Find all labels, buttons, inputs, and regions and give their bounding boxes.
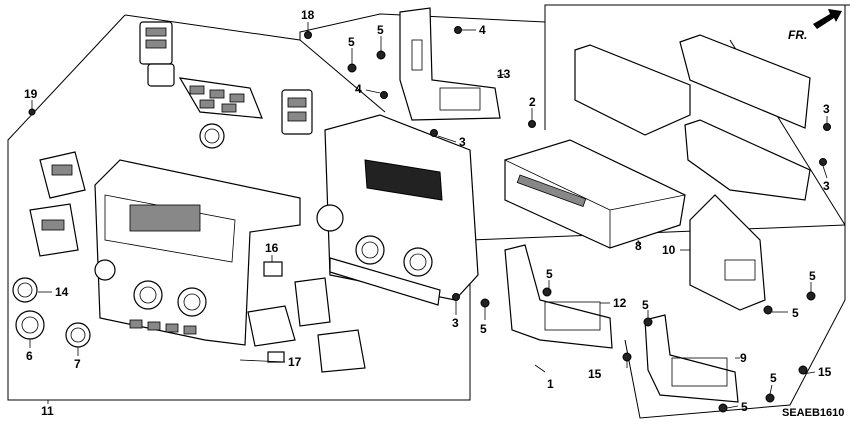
bolt-icon <box>622 352 632 362</box>
callout-11: 11 <box>41 404 54 418</box>
callout-5: 5 <box>348 35 355 49</box>
callout-15: 15 <box>588 367 602 381</box>
switch-panel-upper <box>178 77 263 149</box>
front-label: FR. <box>788 28 807 42</box>
callout-3: 3 <box>459 135 466 149</box>
bracket-12 <box>504 244 613 349</box>
switch-left-upper <box>39 151 86 199</box>
callout-14: 14 <box>55 285 69 299</box>
bolt-icon <box>28 108 36 116</box>
knob-7 <box>65 322 91 348</box>
callout-5: 5 <box>770 371 777 385</box>
bracket-upper-right-b <box>679 34 811 129</box>
bolt-icon <box>643 317 653 327</box>
callout-8: 8 <box>635 239 642 253</box>
callout-5: 5 <box>642 298 649 312</box>
bolt-icon <box>542 287 552 297</box>
callout-13: 13 <box>497 67 511 81</box>
callout-5: 5 <box>809 269 816 283</box>
bolt-icon <box>763 305 773 315</box>
drawing-code: SEAEB1610 <box>782 407 844 419</box>
front-arrow-icon <box>813 9 842 29</box>
bolt-icon <box>798 365 808 375</box>
bolt-icon <box>304 31 312 39</box>
callout-5: 5 <box>546 267 553 281</box>
bolt-icon <box>452 293 460 301</box>
callout-7: 7 <box>74 357 81 371</box>
callout-9: 9 <box>740 351 747 365</box>
bolt-icon <box>765 393 775 403</box>
bolt-icon <box>380 91 388 99</box>
callout-5: 5 <box>480 322 487 336</box>
callout-3: 3 <box>823 102 830 116</box>
bolt-icon <box>480 298 490 308</box>
bolt-icon <box>718 403 728 413</box>
callout-labels: 1 2 3 3 3 3 3 4 4 5 5 5 5 5 5 5 5 5 5 6 … <box>24 8 832 418</box>
callout-10: 10 <box>662 243 676 257</box>
callout-1: 1 <box>547 377 554 391</box>
callout-12: 12 <box>613 296 627 310</box>
bolt-icon <box>823 123 831 131</box>
bracket-9 <box>644 314 739 403</box>
radio-unit-8 <box>504 139 686 249</box>
callout-4: 4 <box>479 23 486 37</box>
callout-4: 4 <box>355 82 362 96</box>
bolt-icon <box>454 26 462 34</box>
audio-front-panel <box>316 114 479 306</box>
bolt-icon <box>376 50 386 60</box>
callout-18: 18 <box>301 8 315 22</box>
knob-6 <box>15 310 45 340</box>
front-direction-indicator: FR. <box>788 9 842 42</box>
bolt-icon <box>430 129 438 137</box>
bolt-icon <box>528 120 536 128</box>
leader-lines <box>29 22 828 409</box>
center-panel-assembly <box>94 159 301 346</box>
callout-2: 2 <box>529 95 536 109</box>
small-switch-16 <box>263 261 283 277</box>
callout-16: 16 <box>265 241 279 255</box>
callout-5: 5 <box>741 400 748 414</box>
callout-5: 5 <box>377 23 384 37</box>
switch-left-lower <box>29 203 79 257</box>
callout-3: 3 <box>452 316 459 330</box>
callout-5: 5 <box>792 306 799 320</box>
knob-14 <box>12 277 38 303</box>
bracket-13 <box>399 7 501 121</box>
bracket-upper-right-a <box>574 44 691 136</box>
callout-19: 19 <box>24 87 38 101</box>
bolt-icon <box>806 291 816 301</box>
callout-6: 6 <box>26 349 33 363</box>
switch-unit-right <box>281 89 313 135</box>
bracket-10 <box>689 194 766 311</box>
callout-17: 17 <box>288 355 302 369</box>
callout-3: 3 <box>823 179 830 193</box>
callout-15: 15 <box>818 365 832 379</box>
switch-modules-17 <box>247 277 366 373</box>
bolt-icon <box>347 63 357 73</box>
switch-unit-upper <box>139 21 175 87</box>
bolt-icon <box>819 158 827 166</box>
bracket-upper-right-c <box>684 119 811 201</box>
